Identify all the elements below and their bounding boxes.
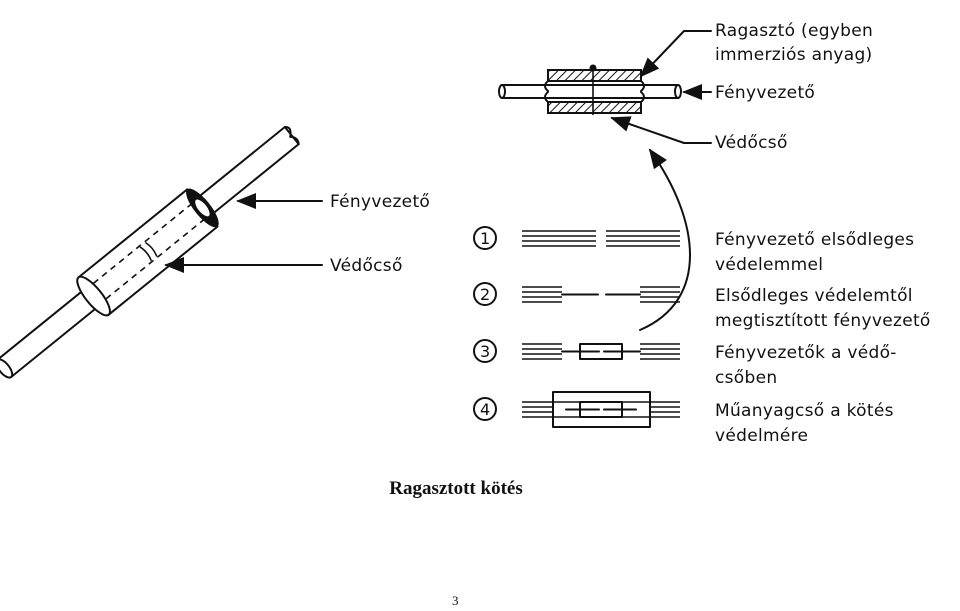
- step-1: 1 Fényvezető elsődleges védelemmel: [473, 226, 914, 275]
- top-fiber-label: Fényvezető: [715, 83, 815, 103]
- step-3-line1: Fényvezetők a védő-: [715, 343, 897, 363]
- step-1-number: 1: [480, 229, 490, 248]
- page-number: 3: [452, 593, 459, 608]
- left-tube-label: Védőcső: [330, 256, 403, 276]
- adhesive-label-line2: immerziós anyag): [715, 45, 873, 65]
- top-tube-label: Védőcső: [715, 133, 788, 153]
- adhesive-leader: [639, 30, 712, 78]
- step-2-number: 2: [480, 285, 490, 304]
- step-2-line1: Elsődleges védelemtől: [715, 286, 913, 306]
- step-1-line1: Fényvezető elsődleges: [715, 230, 914, 250]
- splice-diagram: Fényvezető Védőcső Ragasztó (egyben imme…: [0, 21, 931, 446]
- step-1-fibers: [522, 230, 680, 247]
- step-4-line1: Műanyagcső a kötés: [715, 401, 894, 421]
- step-4: 4 Műanyagcső a kötés védelmére: [473, 391, 894, 446]
- step-3-number: 3: [480, 342, 490, 361]
- top-fiber: [501, 84, 679, 99]
- top-tube-lower-wall: [547, 101, 642, 114]
- step-2-fibers: [522, 286, 680, 303]
- top-cross-section: Ragasztó (egyben immerziós anyag) Fényve…: [498, 21, 873, 153]
- left-fiber-label: Fényvezető: [330, 192, 430, 212]
- step-4-line2: védelmére: [715, 426, 808, 446]
- step3-to-section-arrow: [639, 148, 691, 331]
- step-3: 3 Fényvezetők a védő- csőben: [473, 339, 897, 388]
- left-fiber-assembly: Fényvezető Védőcső: [0, 126, 430, 379]
- top-tube-leader: [610, 116, 712, 144]
- step-1-line2: védelemmel: [715, 255, 823, 275]
- step-3-line2: csőben: [715, 368, 777, 388]
- adhesive-label-line1: Ragasztó (egyben: [715, 21, 873, 41]
- step-2: 2 Elsődleges védelemtől megtisztított fé…: [473, 282, 931, 331]
- figure-caption: Ragasztott kötés: [389, 478, 523, 499]
- step-2-line2: megtisztított fényvezető: [715, 311, 931, 331]
- left-protective-tube: [76, 188, 219, 317]
- top-tube-upper-wall: [547, 69, 642, 82]
- step-3-fibers: [522, 343, 680, 360]
- step-4-number: 4: [480, 400, 490, 419]
- step-4-fibers: [522, 391, 680, 428]
